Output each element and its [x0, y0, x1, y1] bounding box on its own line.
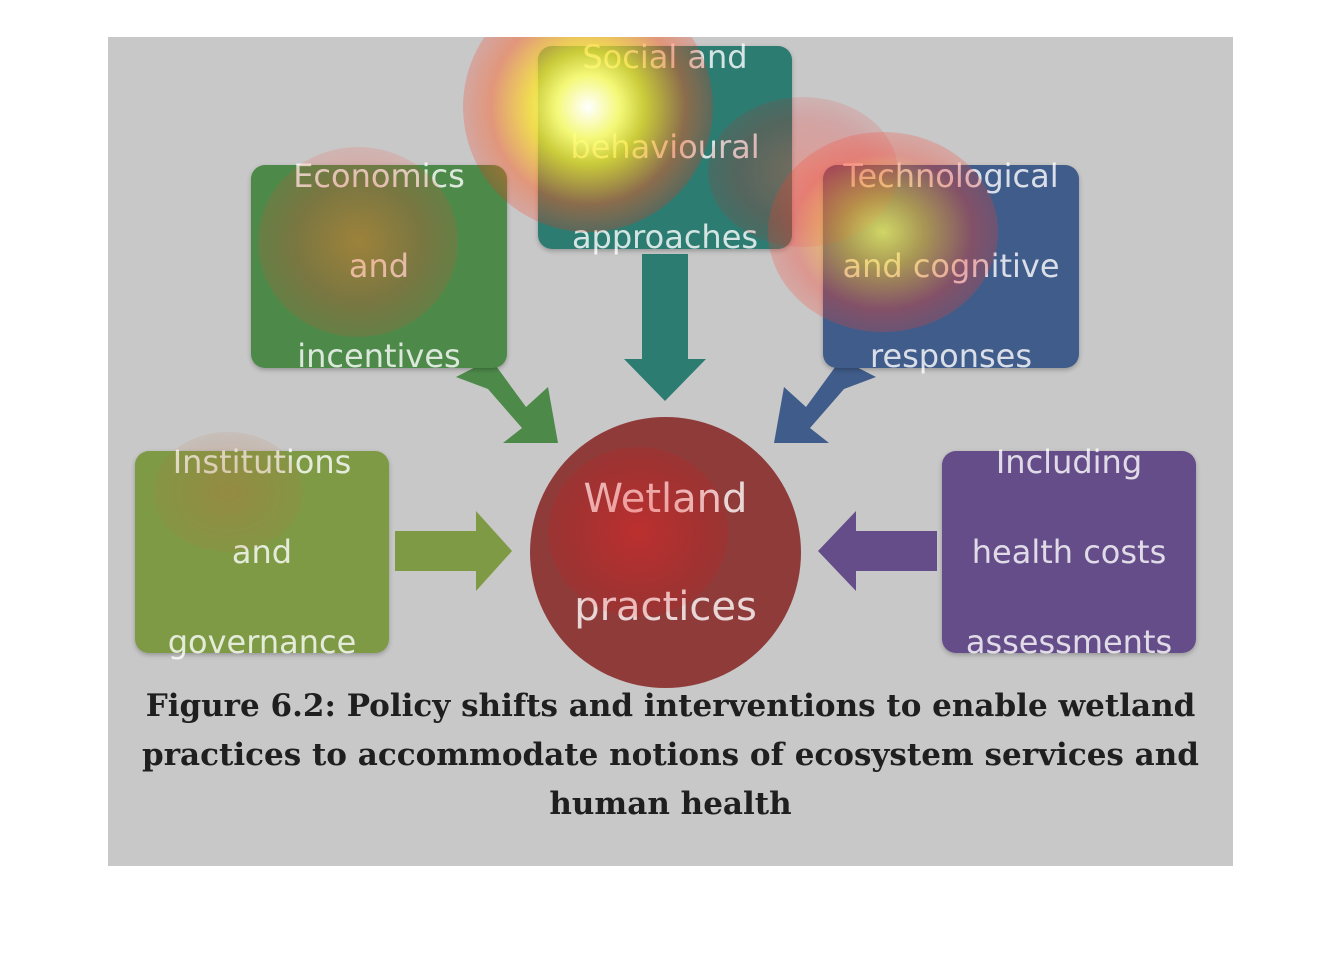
arrow-institutions-to-center: [395, 511, 512, 591]
box-health-line-1: Including: [995, 442, 1143, 481]
box-social-line-3: approaches: [571, 218, 759, 256]
box-technological-cognitive: Technological and cognitive responses: [823, 157, 1079, 375]
box-institutions-governance: Institutions and governance: [135, 443, 389, 661]
box-economics-line-2: and: [348, 247, 410, 285]
figure-panel: Social and behavioural approaches Econom…: [108, 37, 1233, 866]
arrow-social-to-center: [624, 254, 706, 401]
box-technological-line-3: responses: [869, 337, 1032, 375]
box-economics-line-3: incentives: [297, 337, 461, 375]
box-economics-incentives: Economics and incentives: [251, 157, 507, 375]
arrow-economics-to-center: [456, 359, 558, 443]
figure-caption: Figure 6.2: Policy shifts and interventi…: [108, 682, 1233, 829]
box-social-line-1: Social and: [582, 38, 748, 76]
caption-line-1: Figure 6.2: Policy shifts and interventi…: [145, 688, 1196, 724]
arrow-health-to-center: [818, 511, 937, 591]
box-health-line-2: health costs: [971, 532, 1167, 571]
box-institutions-line-3: governance: [167, 622, 357, 661]
box-technological-line-1: Technological: [843, 157, 1059, 195]
box-technological-line-2: and cognitive: [842, 247, 1060, 285]
box-social-line-2: behavioural: [570, 128, 760, 166]
caption-line-2: practices to accommodate notions of ecos…: [142, 737, 1199, 773]
center-line-1: Wetland: [583, 475, 748, 522]
center-line-2: practices: [574, 583, 757, 630]
arrows-layer: [395, 254, 937, 591]
box-health-costs: Including health costs assessments: [942, 443, 1196, 661]
center-circle-wetland-practices: Wetland practices: [530, 417, 801, 688]
box-economics-line-1: Economics: [293, 157, 465, 195]
box-institutions-line-2: and: [231, 532, 293, 571]
caption-line-3: human health: [549, 786, 792, 822]
box-social-behavioural: Social and behavioural approaches: [538, 38, 792, 256]
box-institutions-line-1: Institutions: [172, 442, 352, 481]
arrow-technological-to-center: [774, 359, 876, 443]
box-health-line-3: assessments: [965, 622, 1173, 661]
